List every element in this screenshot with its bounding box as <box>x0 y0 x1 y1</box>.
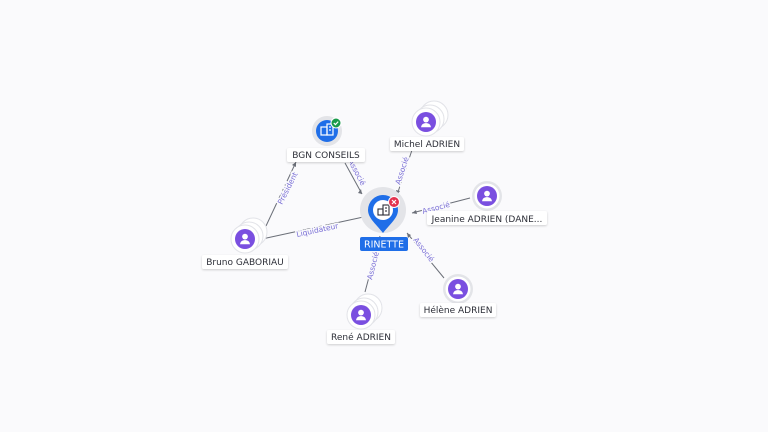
node-label-michel-adrien: Michel ADRIEN <box>394 140 460 150</box>
node-label-jeanine-adrien: Jeanine ADRIEN (DANE... <box>431 215 543 225</box>
edge-label-bruno-center: Liquidateur <box>296 221 340 239</box>
node-label-helene-adrien: Hélène ADRIEN <box>424 305 493 316</box>
node-label-box <box>287 148 365 162</box>
node-jeanine-adrien[interactable]: Jeanine ADRIEN (DANE... <box>427 181 547 225</box>
edge-bruno-bgn[interactable]: Président <box>265 161 301 227</box>
building-icon <box>377 204 390 216</box>
check-badge <box>330 117 342 129</box>
node-label-bgn-conseils: BGN CONSEILS <box>292 151 360 161</box>
node-rene-adrien[interactable]: René ADRIEN <box>327 293 395 344</box>
node-label-bruno-gaboriau: Bruno GABORIAU <box>206 258 284 268</box>
node-label-rene-adrien: René ADRIEN <box>331 332 391 343</box>
edge-label-rene-center: Associé <box>365 250 381 280</box>
edge-bgn-center[interactable]: Associé <box>344 156 369 195</box>
check-icon <box>333 121 339 126</box>
node-bgn-conseils[interactable]: BGN CONSEILS <box>287 116 365 162</box>
node-label-rinette: RINETTE <box>364 240 404 251</box>
edge-helene-center[interactable]: Associé <box>406 232 445 279</box>
edge-label-bgn-center: Associé <box>346 158 367 188</box>
close-icon <box>391 199 397 205</box>
edge-label-bruno-bgn: Président <box>276 171 300 206</box>
node-center-rinette[interactable]: RINETTE <box>360 187 408 251</box>
edge-bruno-center[interactable]: Liquidateur <box>261 215 369 240</box>
edge-label-michel-center: Associé <box>393 156 410 186</box>
node-michel-adrien[interactable]: Michel ADRIEN <box>390 100 464 151</box>
node-bruno-gaboriau[interactable]: Bruno GABORIAU <box>202 217 288 269</box>
edge-label-helene-center: Associé <box>411 236 436 264</box>
node-helene-adrien[interactable]: Hélène ADRIEN <box>420 274 496 317</box>
center-label-box <box>360 237 408 251</box>
building-icon <box>320 123 334 136</box>
